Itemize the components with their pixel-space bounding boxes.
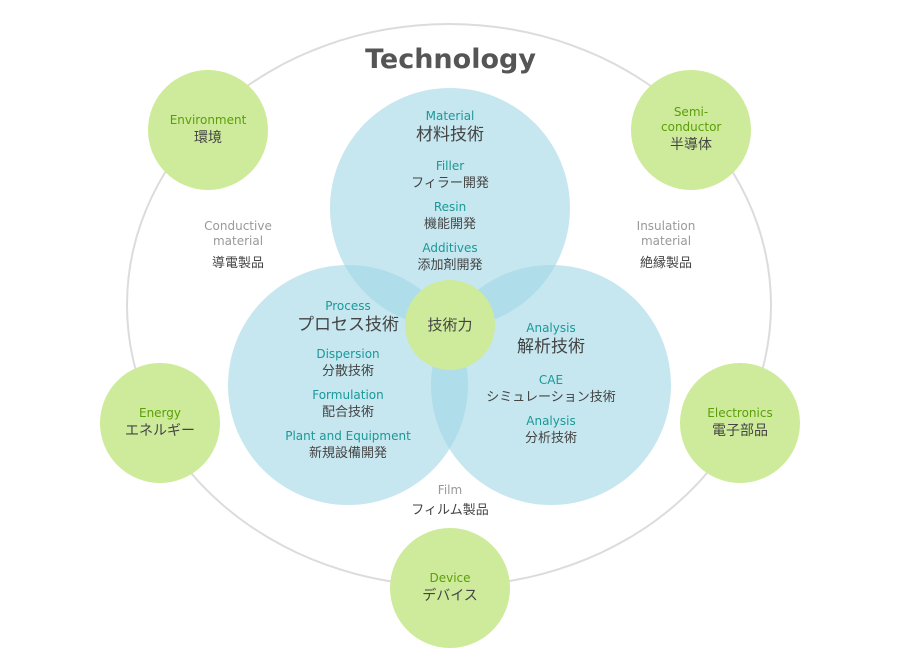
analysis-ja: 解析技術 xyxy=(517,337,585,357)
field-ja: デバイス xyxy=(422,587,478,604)
product-ja: フィルム製品 xyxy=(411,503,489,518)
analysis-group: Analysis 解析技術 CAE シミュレーション技術 Analysis 分析… xyxy=(451,320,651,448)
field-en: Device xyxy=(429,570,471,585)
product-ja: 導電製品 xyxy=(211,256,264,271)
field-ja: 電子部品 xyxy=(712,422,768,439)
analysis-sub-en: Analysis xyxy=(526,414,576,428)
formulation-en: Formulation xyxy=(312,388,384,402)
field-device: Device デバイス xyxy=(390,528,510,648)
field-electronics: Electronics 電子部品 xyxy=(680,363,800,483)
field-ja: エネルギー xyxy=(125,422,195,439)
field-semiconductor: Semi-conductor 半導体 xyxy=(631,70,751,190)
core-circle: 技術力 xyxy=(405,280,495,370)
product-en: Conductive material xyxy=(204,219,272,248)
filler-en: Filler xyxy=(435,159,465,173)
resin-ja: 機能開発 xyxy=(423,217,476,232)
dispersion-en: Dispersion xyxy=(316,347,380,361)
formulation-ja: 配合技術 xyxy=(321,405,374,420)
additives-en: Additives xyxy=(422,241,478,255)
process-ja: プロセス技術 xyxy=(297,315,399,335)
analysis-en: Analysis xyxy=(526,321,576,335)
material-ja: 材料技術 xyxy=(416,125,484,145)
filler-ja: フィラー開発 xyxy=(411,176,489,191)
dispersion-ja: 分散技術 xyxy=(321,364,374,379)
field-ja: 半導体 xyxy=(670,137,712,153)
plant-en: Plant and Equipment xyxy=(285,429,411,443)
product-conductive: Conductive material 導電製品 xyxy=(138,219,338,273)
product-insulation: Insulation material 絶縁製品 xyxy=(566,219,766,273)
field-en: Semi-conductor xyxy=(661,105,722,134)
product-en: Insulation material xyxy=(636,219,696,248)
analysis-sub-ja: 分析技術 xyxy=(524,431,577,446)
plant-ja: 新規設備開発 xyxy=(308,446,387,461)
diagram-title: Technology xyxy=(365,44,536,75)
field-environment: Environment 環境 xyxy=(148,70,268,190)
field-en: Environment xyxy=(169,112,247,127)
product-en: Film xyxy=(437,483,463,497)
additives-ja: 添加剤開発 xyxy=(417,258,483,273)
product-film: Film フィルム製品 xyxy=(350,483,550,520)
field-en: Electronics xyxy=(707,405,773,420)
core-label: 技術力 xyxy=(427,316,473,334)
cae-ja: シミュレーション技術 xyxy=(486,390,616,405)
material-en: Material xyxy=(425,109,475,123)
resin-en: Resin xyxy=(433,200,467,214)
field-en: Energy xyxy=(138,405,181,420)
material-group: Material 材料技術 Filler フィラー開発 Resin 機能開発 A… xyxy=(350,108,550,275)
process-en: Process xyxy=(325,299,371,313)
field-energy: Energy エネルギー xyxy=(100,363,220,483)
process-group: Process プロセス技術 Dispersion 分散技術 Formulati… xyxy=(248,298,448,463)
field-ja: 環境 xyxy=(194,129,222,146)
cae-en: CAE xyxy=(538,373,564,387)
product-ja: 絶縁製品 xyxy=(639,256,692,271)
